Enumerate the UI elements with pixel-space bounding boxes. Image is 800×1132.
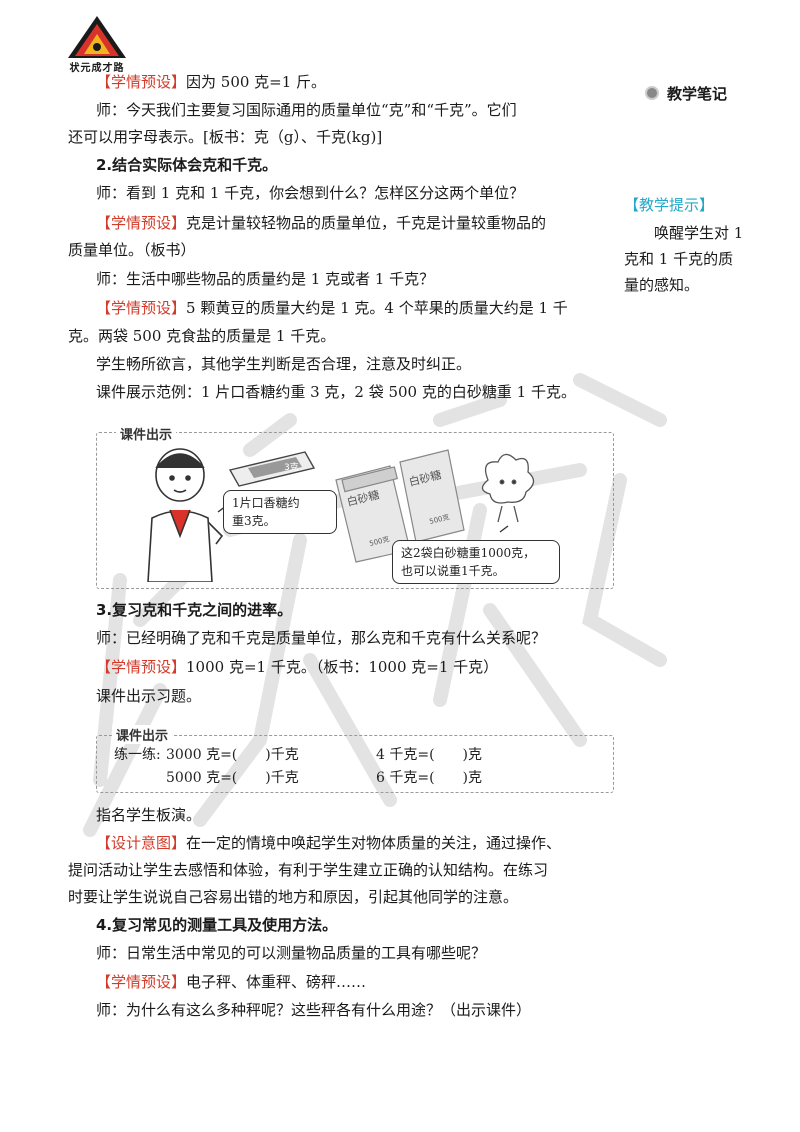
courseware-box-1 [96,432,614,589]
courseware-box-1-title: 课件出示 [116,424,177,443]
line-8: 【学情预设】5 颗黄豆的质量大约是 1 克。4 个苹果的质量大约是 1 千 [96,299,568,317]
tip-line-2: 克和 1 千克的质 [624,250,734,268]
courseware-box-2 [96,735,614,793]
line-15: 指名学生板演。 [96,806,202,824]
line-2: 师：今天我们主要复习国际通用的质量单位“克”和“千克”。它们 [96,101,517,119]
logo-emblem-icon [68,16,126,58]
sugar-bubble-line-1: 这2袋白砂糖重1000克， [401,546,536,560]
line-17: 提问活动让学生去感悟和体验，有利于学生建立正确的认知结构。在练习 [68,861,549,879]
heading-2: 2.结合实际体会克和千克。 [96,156,278,174]
line-9: 克。两袋 500 克食盐的质量是 1 千克。 [68,327,336,345]
line-6: 质量单位。（板书） [68,241,196,259]
sugar-bag-icon-2 [399,449,465,543]
line-7: 师：生活中哪些物品的质量约是 1 克或者 1 千克？ [96,270,435,288]
line-16: 【设计意图】在一定的情境中唤起学生对物体质量的关注，通过操作、 [96,834,562,852]
notes-bullet-icon [645,86,659,100]
line-21: 师：为什么有这么多种秤呢？这些秤各有什么用途？（出示课件） [96,1001,532,1019]
tip-tag: 【教学提示】 [624,196,715,214]
line-12: 师：已经明确了克和千克是质量单位，那么克和千克有什么关系呢？ [96,629,547,647]
sugar-bubble-line-2: 也可以说重1千克。 [401,564,505,578]
line-13: 【学情预设】1000 克=1 千克。（板书：1000 克=1 千克） [96,658,499,676]
gum-speech-bubble: 1片口香糖约 重3克。 [223,490,337,534]
heading-3: 3.复习克和千克之间的进率。 [96,601,293,619]
exercise-2: 4 千克=( )克 [376,747,483,763]
boy-figure-icon [147,448,224,582]
courseware-box-2-title: 课件出示 [112,725,173,744]
gum-bubble-line-2: 重3克。 [232,514,276,528]
exercise-3: 5000 克=( )千克 [166,770,299,786]
gum-pack-icon [228,451,316,487]
exercise-4: 6 千克=( )克 [376,770,483,786]
tip-line-1: 唤醒学生对 1 [654,224,744,242]
notes-header: 教学笔记 [645,83,727,104]
gum-bubble-line-1: 1片口香糖约 [232,496,300,510]
cabbage-character-icon [481,453,535,523]
line-18: 时要让学生说说自己容易出错的地方和原因，引起其他同学的注意。 [68,888,519,906]
exercise-1: 3000 克=( )千克 [166,747,299,763]
courseware-illustration: 3克 白砂糖 500克 白砂糖 500克 [147,448,535,582]
line-10: 学生畅所欲言，其他学生判断是否合理，注意及时纠正。 [96,355,472,373]
logo-text: 状元成才路 [69,63,125,74]
line-1: 【学情预设】因为 500 克=1 斤。 [96,73,327,91]
tip-line-3: 量的感知。 [624,276,700,294]
logo: 状元成才路 [66,14,128,74]
line-19: 师：日常生活中常见的可以测量物品质量的工具有哪些呢？ [96,944,487,962]
line-14: 课件出示习题。 [96,687,202,705]
line-5: 【学情预设】克是计量较轻物品的质量单位，千克是计量较重物品的 [96,214,547,232]
heading-4: 4.复习常见的测量工具及使用方法。 [96,916,338,934]
exercise-prefix: 练一练: [114,747,161,763]
line-4: 师：看到 1 克和 1 千克，你会想到什么？怎样区分这两个单位？ [96,184,525,202]
notes-header-label: 教学笔记 [667,85,728,103]
line-11: 课件展示范例：1 片口香糖约重 3 克，2 袋 500 克的白砂糖重 1 千克。 [96,383,576,401]
line-3: 还可以用字母表示。[板书：克（g）、千克(kg)] [68,128,383,146]
sugar-speech-bubble: 这2袋白砂糖重1000克， 也可以说重1千克。 [392,540,560,584]
line-20: 【学情预设】电子秤、体重秤、磅秤…… [96,973,367,991]
gum-weight-label: 3克 [284,462,299,473]
sugar-bag-icon-1 [335,465,411,563]
